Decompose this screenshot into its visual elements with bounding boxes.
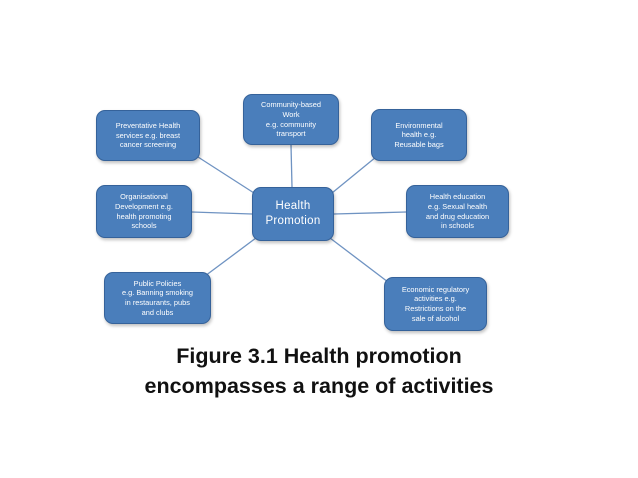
node-health-education: Health education e.g. Sexual health and …	[406, 185, 509, 238]
node-public-policies: Public Policies e.g. Banning smoking in …	[104, 272, 211, 324]
connector-lines	[191, 144, 407, 283]
caption-line-2: encompasses a range of activities	[144, 374, 494, 398]
figure-caption: Figure 3.1 Health promotion encompasses …	[0, 341, 638, 401]
node-label: Health education e.g. Sexual health and …	[425, 192, 490, 231]
caption-line-1: Figure 3.1 Health promotion	[176, 344, 462, 368]
connector-organisational	[191, 211, 253, 215]
node-label: Community-based Work e.g. community tran…	[261, 100, 321, 139]
connector-community	[290, 144, 293, 188]
node-label: Economic regulatory activities e.g. Rest…	[401, 284, 470, 323]
connector-health-education	[333, 211, 407, 215]
connector-environmental	[331, 156, 377, 194]
connector-economic	[329, 237, 389, 283]
connector-public-policies	[204, 237, 257, 277]
node-label: Environmental health e.g. Reusable bags	[394, 120, 444, 149]
connector-preventative	[197, 156, 255, 194]
node-preventative-health: Preventative Health services e.g. breast…	[96, 110, 200, 161]
node-environmental-health: Environmental health e.g. Reusable bags	[371, 109, 467, 161]
node-label: Public Policies e.g. Banning smoking in …	[121, 278, 194, 317]
node-organisational-development: Organisational Development e.g. health p…	[96, 185, 192, 238]
node-economic-regulatory: Economic regulatory activities e.g. Rest…	[384, 277, 487, 331]
node-health-promotion: Health Promotion	[252, 187, 334, 241]
node-label: Preventative Health services e.g. breast…	[115, 121, 181, 150]
node-community-based-work: Community-based Work e.g. community tran…	[243, 94, 339, 145]
center-label: Health Promotion	[265, 200, 321, 227]
node-label: Organisational Development e.g. health p…	[115, 192, 173, 231]
health-promotion-diagram: Community-based Work e.g. community tran…	[96, 94, 509, 331]
